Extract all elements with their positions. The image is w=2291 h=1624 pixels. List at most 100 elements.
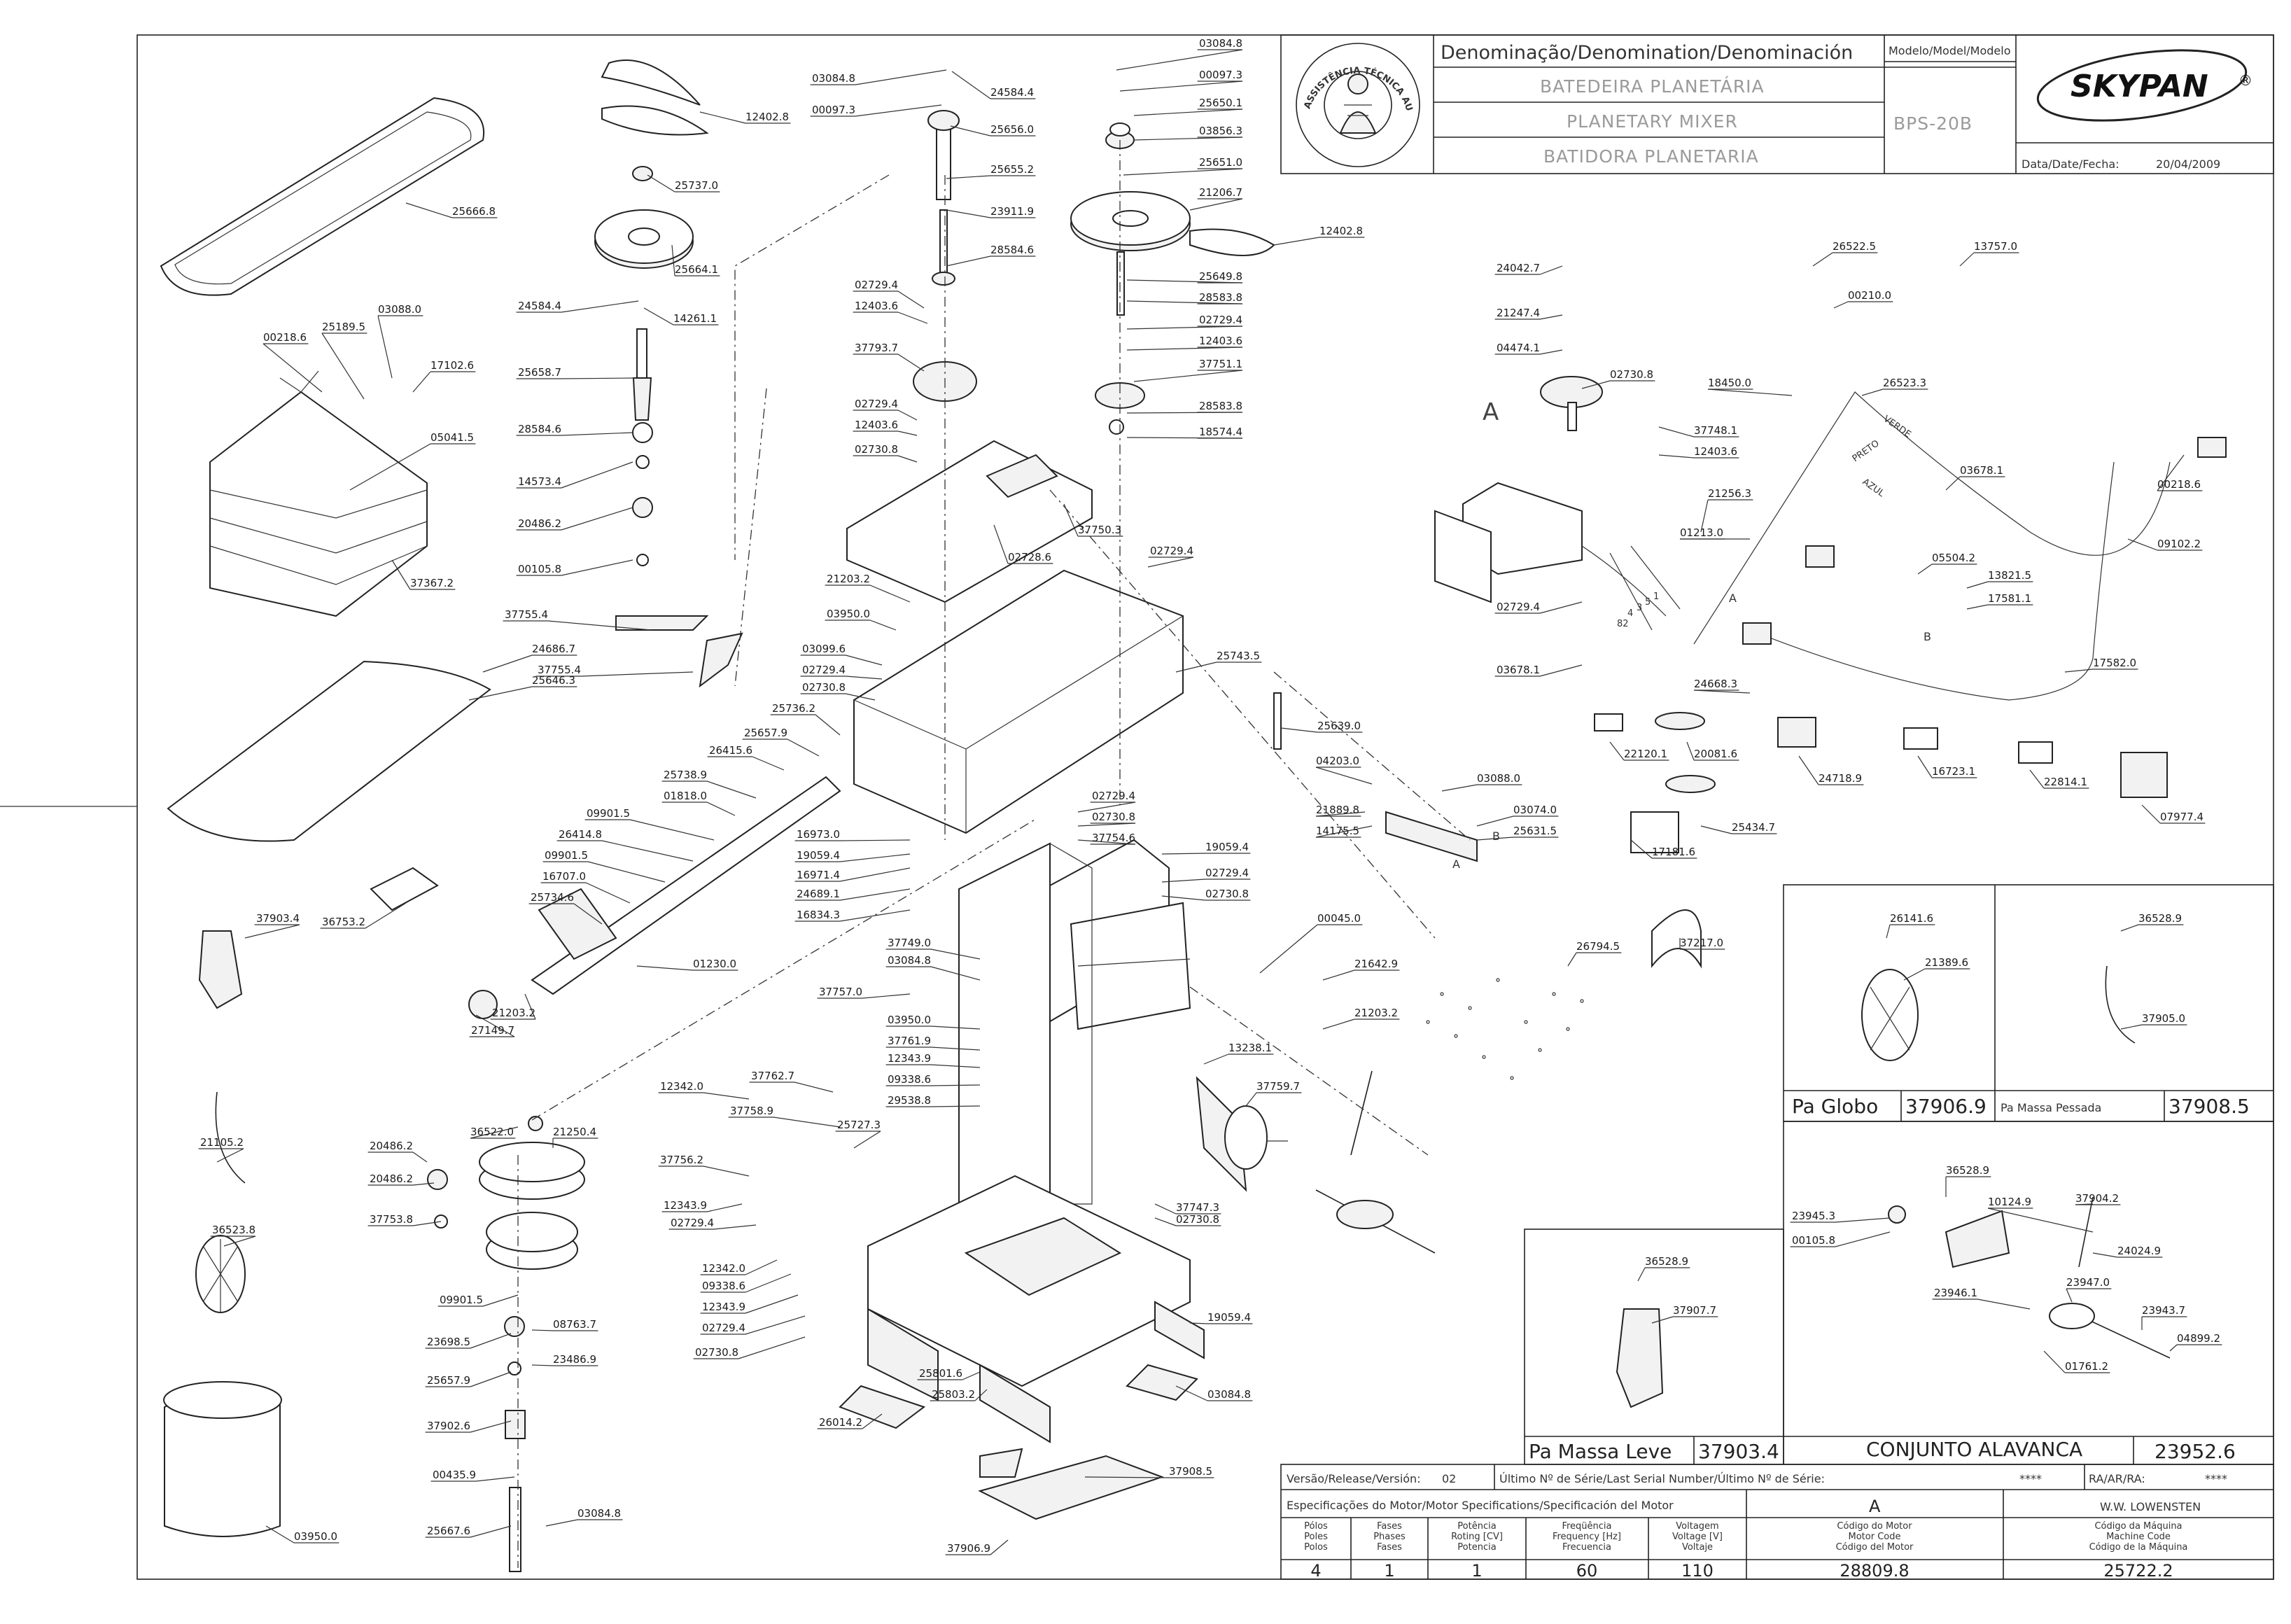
callout-leader [223,1236,256,1247]
callout-leader [1945,476,1961,491]
part-number-label: 13757.0 [1974,240,2017,253]
part-callout: 00045.0 [1259,912,1363,974]
callout-leader [1476,836,1514,841]
callout-leader [1917,564,1933,575]
part-callout: 18450.0 [1707,377,1793,396]
callout-leader [930,1105,981,1107]
part-number-label: 37758.9 [730,1105,773,1117]
part-number-label: 25434.7 [1732,821,1775,834]
callout-leader [561,461,633,489]
part-number-label: 16723.1 [1932,765,1975,778]
part-number-label: 21389.6 [1925,956,1968,969]
part-number-label: 03950.0 [294,1530,337,1543]
part-callout: 28583.8 [1126,400,1243,414]
part-callout: 37907.7 [1651,1304,1718,1324]
callout-leader [412,1182,435,1186]
pa-massa-pesada-label: Pa Massa Pessada [2001,1101,2101,1114]
part-callout: 02728.6 [993,524,1053,564]
callout-leader [1063,503,1079,537]
part-callout: 25639.0 [1280,720,1363,733]
callout-leader [524,993,536,1020]
part-callout: 37748.1 [1658,424,1739,438]
part-number-label: 03856.3 [1199,125,1242,137]
part-callout: 07977.4 [2141,804,2206,824]
centerlines [517,140,1471,1568]
callout-leader [1315,825,1373,838]
part-number-label: 25727.3 [837,1119,881,1131]
part-number-label: 37905.0 [2142,1012,2185,1025]
part-callout: 25667.6 [425,1525,512,1538]
part-callout: 03678.1 [1945,464,2005,491]
part-number-label: 26414.8 [559,828,602,841]
pa-massa-leve-label: Pa Massa Leve [1529,1440,1672,1463]
part-number-label: 36523.8 [212,1224,255,1236]
callout-leader [897,430,918,436]
part-callout: 25657.9 [742,727,820,757]
svg-text:Polos: Polos [1304,1542,1328,1553]
part-number-label: 04474.1 [1497,342,1540,354]
part-callout: 02730.8 [1077,811,1136,827]
callout-leader [745,1273,792,1293]
callout-leader [482,654,533,673]
part-callout: 37751.1 [1133,358,1243,382]
callout-leader [1581,380,1611,389]
callout-leader [2066,1288,2073,1303]
callout-leader [845,693,876,701]
part-number-label: 22814.1 [2044,776,2087,788]
callout-leader [475,1014,515,1037]
part-number-label: 23945.3 [1792,1210,1835,1222]
part-callout: 21256.3 [1700,487,1753,533]
callout-leader [547,620,652,631]
callout-leader [869,620,897,631]
part-number-label: 37906.9 [947,1542,990,1555]
wire-number-3: 3 [1637,603,1642,613]
callout-leader [946,175,991,179]
callout-leader [855,104,942,117]
callout-leader [470,1525,512,1538]
callout-leader [2043,1350,2066,1373]
callout-leader [1116,49,1243,71]
callout-leader [1189,1322,1208,1324]
callout-leader [1161,878,1206,883]
part-callout: 20486.2 [367,1172,435,1186]
part-number-label: 03099.6 [802,643,846,655]
part-callout: 26523.3 [1861,377,1928,396]
part-number-label: 25667.6 [427,1525,470,1537]
callout-leader [1959,252,1975,267]
part-callout: 03088.0 [377,303,423,379]
svg-text:Voltaje: Voltaje [1682,1542,1713,1553]
part-number-label: 02730.8 [695,1346,738,1359]
part-number-label: 37756.2 [660,1154,703,1166]
callout-leader [561,432,633,436]
callout-leader [2120,1024,2143,1030]
model-header: Modelo/Model/Modelo [1889,44,2010,57]
voltage-value: 110 [1681,1561,1714,1581]
callout-leader [475,1476,515,1482]
part-number-label: 24668.3 [1694,678,1737,690]
part-callout: 02730.8 [1154,1213,1221,1226]
part-callout: 03950.0 [825,608,897,631]
callout-leader [2169,1344,2178,1352]
accessory-boxes: Pa Globo 37906.9 Pa Massa Pessada 37908.… [1524,884,2274,1465]
part-number-label: 02730.8 [1092,811,1135,823]
part-callout: 37759.7 [1245,1080,1302,1107]
callout-leader [1966,604,1989,610]
part-number-label: 37367.2 [410,577,454,589]
part-callout: 19059.4 [794,849,911,862]
callout-leader [897,455,918,463]
callout-leader [1835,1217,1891,1223]
motor-spec-table: Versão/Release/Versión: 02 Último Nº de … [1280,1464,2274,1581]
skypan-logo: SKYPAN ® [2036,49,2253,122]
callout-leader [2064,668,2094,673]
part-number-label: 37749.0 [888,937,931,949]
part-number-label: 09102.2 [2157,538,2201,550]
part-number-label: 16834.3 [797,909,840,921]
part-number-label: 02729.4 [855,398,898,410]
part-number-label: 02730.8 [1610,368,1653,381]
manufacturer: W.W. LOWENSTEN [2100,1500,2201,1513]
part-number-label: 12403.6 [1199,335,1242,347]
callout-leader [974,1389,988,1401]
callout-leader [1084,1476,1170,1478]
part-number-label: 03074.0 [1513,804,1557,816]
part-callout: 21203.2 [825,573,911,603]
